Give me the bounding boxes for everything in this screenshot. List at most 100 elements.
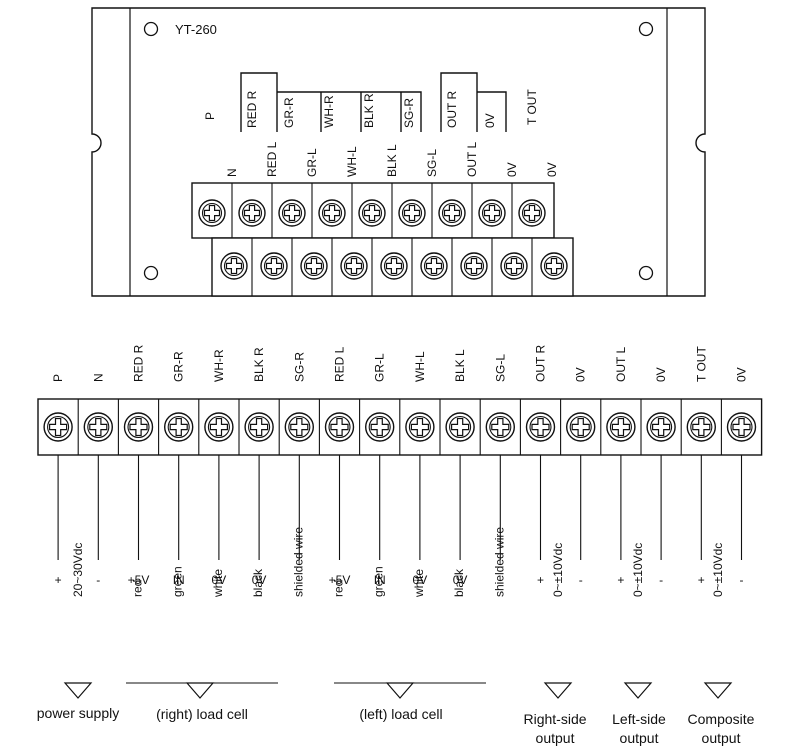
signal-label: 0V <box>212 573 227 587</box>
screw-cross-slot <box>443 204 461 222</box>
jumper-label-left: RED R <box>245 90 259 128</box>
output-spec-label: 0~±10Vdc <box>551 543 565 597</box>
top-row-label: 0V <box>545 162 559 177</box>
strip-screw <box>244 412 274 442</box>
signal-label: - <box>579 573 583 587</box>
strip-terminal-label: BLK L <box>453 349 467 382</box>
wire-color-label: black <box>452 568 466 597</box>
wire-color-label: shielded wire <box>291 527 305 597</box>
jumper-label-tout: T OUT <box>525 89 539 125</box>
output-group-label: output <box>536 730 575 746</box>
strip-terminal-label: RED R <box>132 344 146 382</box>
wire-color-label: red <box>131 580 145 597</box>
module-screw-lower <box>340 252 368 280</box>
strip-screw <box>686 412 716 442</box>
strip-screw <box>284 412 314 442</box>
signal-label: +5V <box>329 573 351 587</box>
strip-screw <box>405 412 435 442</box>
group-label-right-load-cell: (right) load cell <box>156 706 248 722</box>
wire-color-label: green <box>171 566 185 597</box>
strip-screw <box>525 412 556 442</box>
strip-screw <box>83 412 114 442</box>
module-screw-lower <box>460 252 488 280</box>
strip-screw <box>726 412 757 442</box>
wire-color-label: red <box>332 580 346 597</box>
strip-screw <box>566 412 596 442</box>
strip-terminal-label: T OUT <box>694 346 708 382</box>
output-spec-label: 20~30Vdc <box>71 543 85 597</box>
jumper-label-left: BLK R <box>362 93 376 128</box>
strip-screw <box>163 412 194 442</box>
strip-screw <box>445 412 475 442</box>
signal-label: + <box>55 573 62 587</box>
strip-terminal-label: SG-R <box>292 352 306 382</box>
group-label-left-load-cell: (left) load cell <box>359 706 442 722</box>
module-screw-upper <box>438 199 466 227</box>
signal-label: - <box>96 573 100 587</box>
screw-cross-slot <box>465 257 483 275</box>
signal-label: +5V <box>128 573 150 587</box>
screw-cross-slot <box>523 204 541 222</box>
model-label: YT-260 <box>175 22 217 37</box>
signal-label: + <box>537 573 544 587</box>
top-row-label: SG-L <box>425 149 439 177</box>
output-group-label: Left-side <box>612 711 666 727</box>
module-screw-upper <box>198 199 226 227</box>
strip-terminal-label: 0V <box>654 367 668 382</box>
group-marker <box>185 682 215 699</box>
screw-cross-slot <box>505 257 523 275</box>
module-screw-upper <box>398 199 426 227</box>
strip-screw <box>324 412 355 442</box>
top-row-label: RED L <box>265 141 279 177</box>
screw-cross-slot <box>345 257 363 275</box>
module-screw-upper <box>518 199 546 227</box>
strip-terminal-label: 0V <box>735 367 749 382</box>
jumper-label-left: WH-R <box>322 95 336 128</box>
screw-cross-slot <box>531 417 550 437</box>
wire-color-label: shielded wire <box>492 527 506 597</box>
screw-cross-slot <box>385 257 403 275</box>
wire-color-label: green <box>372 566 386 597</box>
module-screw-upper <box>318 199 346 227</box>
signal-label: 0V <box>453 573 468 587</box>
strip-terminal-label: WH-L <box>413 351 427 382</box>
module-screw-upper <box>358 199 386 227</box>
strip-terminal-label: OUT L <box>614 347 628 382</box>
output-group-label: Composite <box>688 711 755 727</box>
strip-terminal-label: GR-L <box>373 353 387 382</box>
strip-screw <box>606 412 636 442</box>
wire-color-label: white <box>412 569 426 598</box>
screw-cross-slot <box>305 257 323 275</box>
group-marker <box>63 682 93 699</box>
group-marker <box>623 682 653 699</box>
signal-label: 0V <box>413 573 428 587</box>
module-screw-upper <box>238 199 266 227</box>
signal-label: + <box>617 573 624 587</box>
screw-cross-slot <box>209 417 228 437</box>
strip-terminal-label: WH-R <box>212 349 226 382</box>
signal-label: IN <box>173 573 185 587</box>
output-group-label: output <box>702 730 741 746</box>
module-screw-upper <box>478 199 506 227</box>
screw-cross-slot <box>652 417 671 437</box>
group-marker <box>703 682 733 699</box>
jumper-block-left <box>240 72 422 132</box>
screw-cross-slot <box>49 417 68 437</box>
wire-color-label: white <box>211 569 225 598</box>
screw-cross-slot <box>692 417 711 437</box>
top-row-label: GR-L <box>305 148 319 177</box>
screw-cross-slot <box>545 257 563 275</box>
strip-screw <box>204 412 234 442</box>
screw-cross-slot <box>225 257 243 275</box>
module-screw-upper <box>278 199 306 227</box>
module-screw-lower <box>220 252 248 280</box>
jumper-label-left: GR-R <box>282 97 296 128</box>
mounting-hole <box>143 265 159 281</box>
screw-cross-slot <box>611 417 630 437</box>
signal-label: 0V <box>252 573 267 587</box>
jumper-label-left: SG-R <box>402 98 416 128</box>
